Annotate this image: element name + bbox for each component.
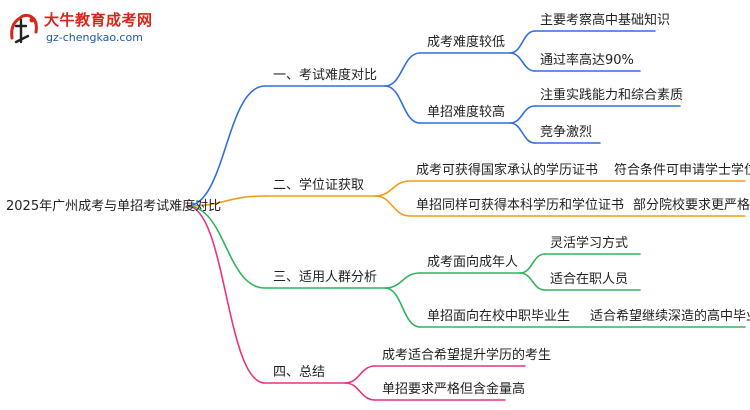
edge-branch-4-node-1: [344, 365, 376, 384]
branch-1-node-1-leaf-2: 通过率高达90%: [540, 53, 634, 68]
branch-1-node-2-leaf-2: 竞争激烈: [540, 125, 593, 140]
branch-3-node-2: 单招面向在校中职毕业生: [427, 309, 571, 324]
edge-node-1-2-leaf-2: [509, 122, 536, 144]
branch-2-node-2-leaf-1: 部分院校要求更严格: [633, 198, 750, 213]
edge-root-branch-3: [186, 205, 266, 289]
edge-node-3-1-leaf-2: [519, 272, 546, 291]
edge-root-branch-1: [186, 85, 266, 207]
edge-branch-2-node-2: [374, 195, 411, 217]
branch-2-node-2: 单招同样可获得本科学历和学位证书: [416, 198, 625, 213]
branch-1-node-2-leaf-1: 注重实践能力和综合素质: [540, 88, 684, 103]
ox-logo-icon: [10, 13, 38, 44]
edge-node-1-1-leaf-2: [509, 52, 536, 72]
branch-2-node-1-leaf-1: 符合条件可申请学士学位证: [614, 163, 750, 178]
edge-node-3-1-leaf-1: [519, 253, 546, 274]
branch-1-node-1: 成考难度较低: [427, 35, 506, 50]
brand-name: 大牛教育成考网: [44, 11, 153, 29]
edge-branch-1-node-1: [384, 52, 421, 87]
branch-3-node-1-leaf-2: 适合在职人员: [550, 272, 629, 287]
edge-branch-2-node-1: [374, 180, 411, 197]
brand-logo: 大牛教育成考网 gz-chengkao.com: [6, 8, 176, 52]
edge-node-1-1-leaf-1: [509, 30, 536, 54]
branch-1-label: 一、考试难度对比: [273, 68, 378, 83]
branch-4-node-1: 成考适合希望提升学历的考生: [382, 348, 552, 363]
branch-1-node-1-leaf-1: 主要考察高中基础知识: [540, 13, 671, 28]
branch-4-node-2: 单招要求严格但含金量高: [382, 382, 526, 397]
edge-branch-1-node-2: [384, 85, 421, 124]
edge-branch-3-node-1: [384, 272, 421, 289]
branch-3-node-2-leaf-1: 适合希望继续深造的高中毕业生: [590, 309, 750, 324]
edge-node-1-2-leaf-1: [509, 105, 536, 124]
branch-4-label: 四、总结: [273, 365, 326, 380]
edge-root-branch-2: [186, 195, 266, 207]
edge-branch-4-node-2: [344, 382, 376, 401]
branch-1-node-2: 单招难度较高: [427, 105, 506, 120]
mindmap-root: 2025年广州成考与单招考试难度对比: [6, 199, 222, 214]
branch-3-node-1-leaf-1: 灵活学习方式: [550, 236, 629, 251]
brand-url: gz-chengkao.com: [46, 31, 143, 44]
branch-2-node-1: 成考可获得国家承认的学历证书: [416, 163, 599, 178]
branch-2-label: 二、学位证获取: [273, 178, 365, 193]
edge-branch-3-node-2: [384, 287, 421, 328]
branch-3-node-1: 成考面向成年人: [427, 255, 519, 270]
edge-root-branch-4: [186, 205, 266, 384]
branch-3-label: 三、适用人群分析: [273, 270, 378, 285]
